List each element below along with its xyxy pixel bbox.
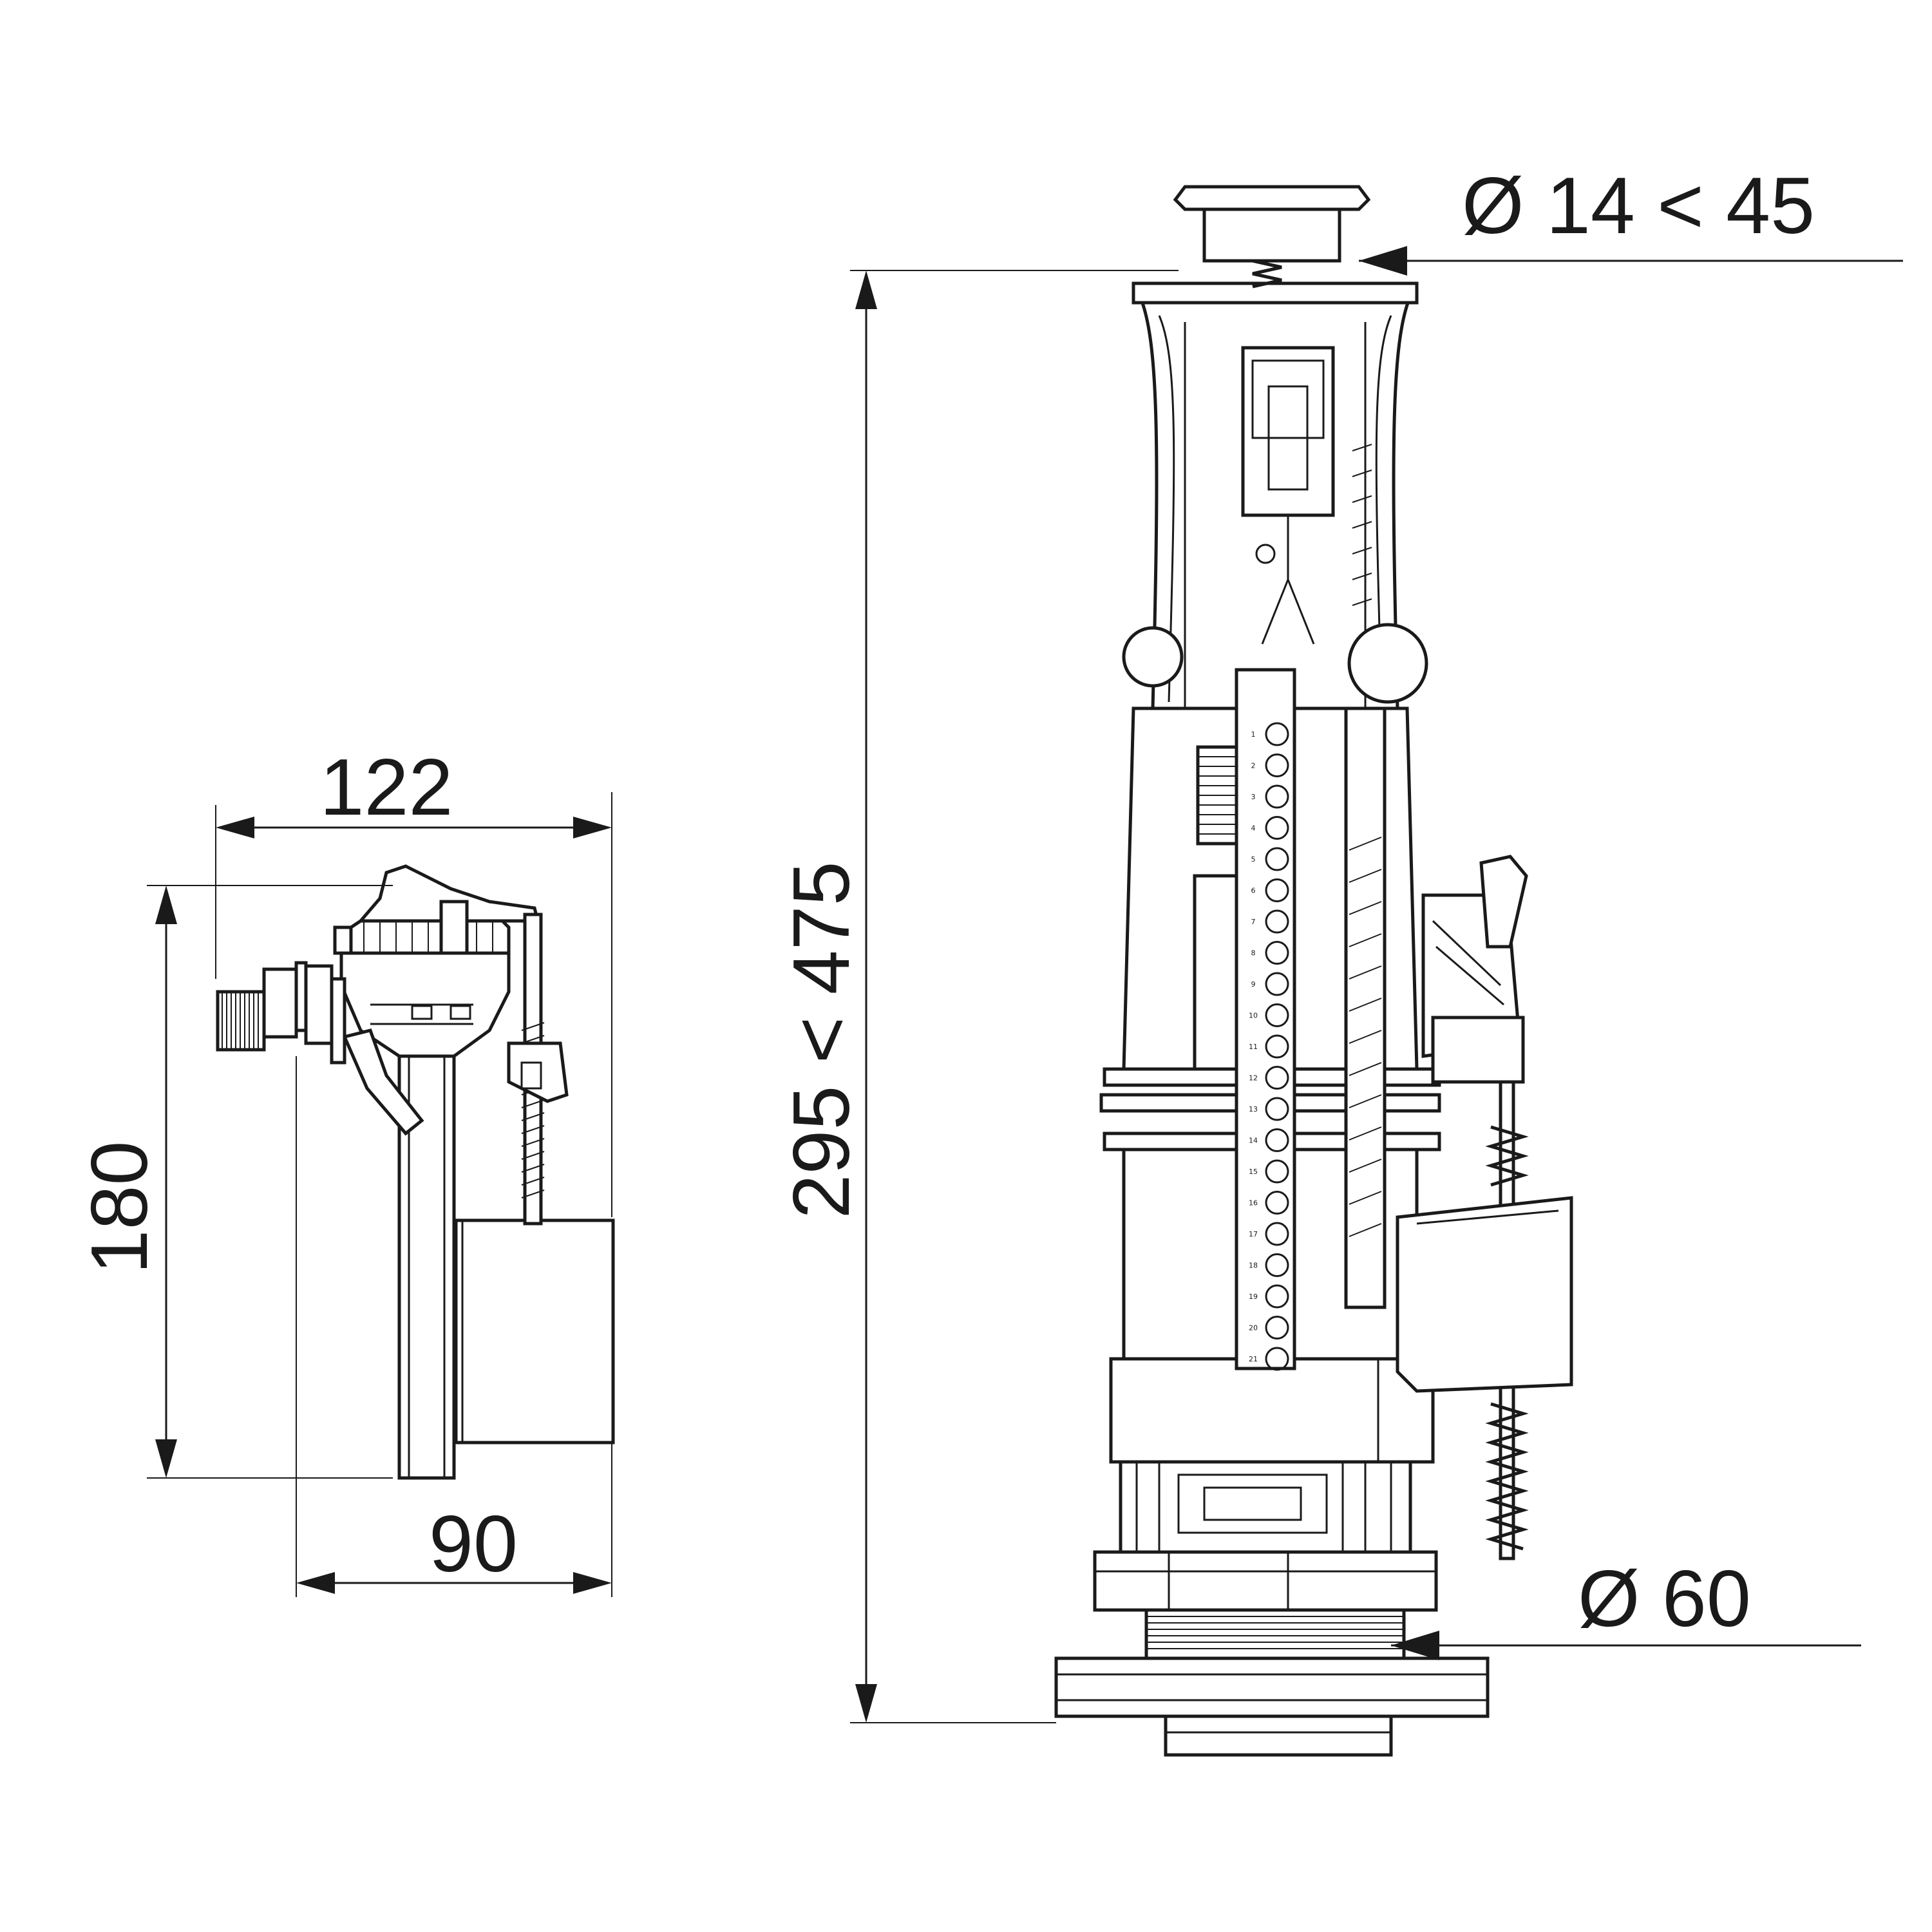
flush-valve-seal-flange [1054, 1656, 1490, 1718]
scale-number: 18 [1249, 1262, 1258, 1270]
scale-number: 9 [1251, 980, 1256, 989]
scale-ring [1265, 753, 1289, 777]
scale-ring [1265, 1034, 1289, 1059]
scale-number: 14 [1249, 1137, 1258, 1145]
scale-ring [1265, 1191, 1289, 1215]
scale-ring [1265, 1003, 1289, 1027]
scale-number: 8 [1251, 949, 1256, 958]
scale-number: 11 [1249, 1043, 1258, 1051]
scale-number: 2 [1251, 762, 1256, 770]
scale-ring [1265, 784, 1289, 809]
scale-ring [1265, 1253, 1289, 1277]
flush-valve-thread [1144, 1608, 1406, 1660]
scale-ring [1265, 1284, 1289, 1309]
scale-ring [1265, 1159, 1289, 1184]
scale-number: 21 [1249, 1355, 1258, 1363]
flush-valve-dimensions: 295 < 475 Ø 14 < 45 Ø 60 [777, 162, 1903, 1723]
scale-number: 5 [1251, 855, 1256, 864]
scale-number: 10 [1249, 1012, 1258, 1020]
flush-valve-nut [1093, 1550, 1438, 1612]
dim-button-diameter: Ø 14 < 45 [1462, 162, 1815, 251]
scale-number: 12 [1249, 1074, 1258, 1083]
scale-number: 16 [1249, 1199, 1258, 1208]
scale-ring [1265, 878, 1289, 902]
scale-ring [1265, 847, 1289, 871]
scale-number: 13 [1249, 1105, 1258, 1113]
dim-fill-valve-height: 180 [75, 1141, 164, 1274]
scale-number: 15 [1249, 1168, 1258, 1176]
fill-valve-float [454, 1218, 615, 1444]
scale-ring [1265, 1097, 1289, 1121]
scale-number: 20 [1249, 1324, 1258, 1332]
flush-valve-ball-left [1122, 626, 1184, 688]
scale-number: 4 [1251, 824, 1256, 833]
flush-valve-outlet [1164, 1714, 1393, 1757]
fill-valve-dimensions: 122 180 90 [75, 743, 612, 1597]
scale-ring [1265, 941, 1289, 965]
dim-fill-valve-depth: 90 [429, 1500, 518, 1589]
flush-button [1202, 204, 1341, 263]
flush-valve-toothed-rod [1344, 706, 1387, 1309]
scale-ring [1265, 816, 1289, 840]
scale-number: 17 [1249, 1230, 1258, 1238]
flush-button-cap [1173, 185, 1371, 211]
flush-valve-cage [1119, 1460, 1412, 1554]
dim-base-diameter: Ø 60 [1578, 1555, 1751, 1643]
fill-valve-riser [397, 1028, 456, 1480]
scale-ring [1265, 1316, 1289, 1340]
flush-valve-float [1396, 1196, 1573, 1393]
scale-ring [1265, 972, 1289, 996]
scale-number: 19 [1249, 1293, 1258, 1301]
scale-number: 6 [1251, 887, 1256, 895]
fill-valve-drawing [216, 864, 615, 1480]
scale-ring [1265, 1066, 1289, 1090]
dim-flush-valve-height: 295 < 475 [777, 861, 866, 1218]
flush-valve-ball-right [1347, 623, 1428, 704]
scale-number: 1 [1251, 730, 1256, 739]
scale-ring [1265, 1347, 1289, 1371]
scale-number: 7 [1251, 918, 1256, 926]
dim-fill-valve-width: 122 [320, 743, 453, 832]
scale-ring [1265, 909, 1289, 934]
scale-ring [1265, 1128, 1289, 1152]
flush-valve-graduated-column [1235, 668, 1296, 1370]
scale-ring [1265, 722, 1289, 746]
flush-valve-lower-housing [1109, 1357, 1435, 1464]
scale-ring [1265, 1222, 1289, 1246]
scale-number: 3 [1251, 793, 1256, 801]
